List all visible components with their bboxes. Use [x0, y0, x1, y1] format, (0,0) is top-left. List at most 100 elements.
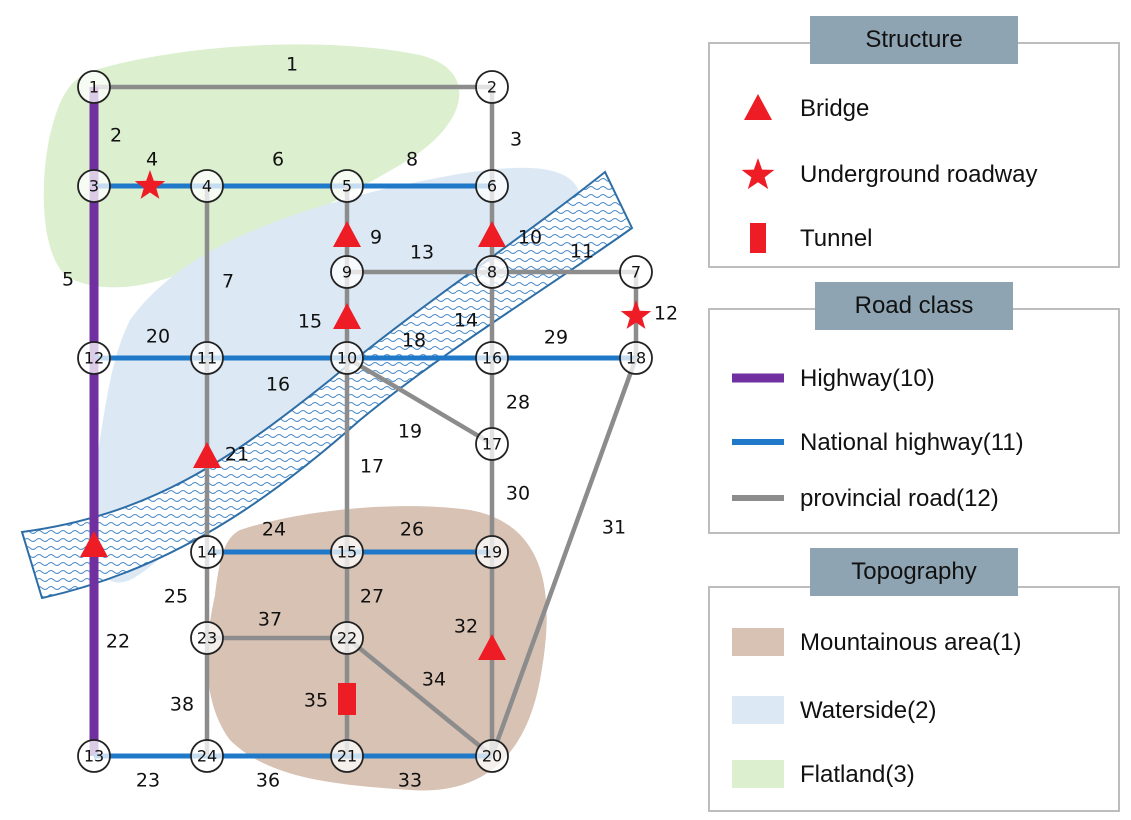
edge-label-15: 15: [298, 311, 322, 333]
edge-label-12: 12: [654, 303, 678, 325]
node-22: 22: [330, 621, 364, 655]
road-edge-19: [345, 356, 494, 446]
legend-label-bridge: Bridge: [800, 95, 870, 122]
brown-swatch-icon: [732, 628, 784, 656]
node-20: 20: [475, 739, 509, 773]
rectangle-icon: [750, 223, 766, 253]
edge-label-30: 30: [506, 483, 530, 505]
edge-label-10: 10: [518, 227, 542, 249]
legend-label-highway: Highway(10): [800, 365, 935, 392]
node-label-9: 9: [342, 263, 352, 282]
node-label-17: 17: [482, 435, 502, 454]
road-edge-31: [489, 357, 639, 757]
edge-label-25: 25: [164, 586, 188, 608]
legend-label-tunnel: Tunnel: [800, 225, 873, 252]
node-12: 12: [77, 341, 111, 375]
node-10: 10: [330, 341, 364, 375]
edge-label-21: 21: [225, 444, 249, 466]
node-17: 17: [475, 427, 509, 461]
flatland-region: [43, 44, 460, 288]
node-label-5: 5: [342, 177, 352, 196]
topography-legend-title: Topography: [810, 548, 1018, 596]
gray-line-icon: [732, 495, 784, 501]
node-18: 18: [619, 341, 653, 375]
legend-label-national: National highway(11): [800, 429, 1024, 456]
road-structures: [80, 170, 652, 715]
edge-label-16: 16: [266, 374, 290, 396]
node-label-16: 16: [482, 349, 502, 368]
node-label-23: 23: [197, 629, 217, 648]
legend-item-bridge: Bridge: [710, 88, 1118, 128]
edge-label-24: 24: [262, 519, 286, 541]
legend-label-flatland: Flatland(3): [800, 761, 915, 788]
tunnel-marker-35: [338, 683, 356, 715]
edge-label-32: 32: [454, 616, 478, 638]
node-14: 14: [190, 535, 224, 569]
bridge-marker-21: [193, 442, 221, 468]
node-21: 21: [330, 739, 364, 773]
node-7: 7: [619, 255, 653, 289]
bridge-marker-15: [333, 303, 361, 329]
edge-label-11: 11: [570, 241, 594, 263]
edge-label-34: 34: [422, 669, 446, 691]
edge-label-28: 28: [506, 392, 530, 414]
node-label-14: 14: [197, 543, 217, 562]
triangle-icon: [744, 94, 772, 120]
legend-item-waterside: Waterside(2): [710, 690, 1118, 730]
edge-label-1: 1: [286, 54, 298, 76]
star-icon: [741, 158, 775, 190]
node-3: 3: [77, 169, 111, 203]
node-label-2: 2: [487, 78, 497, 97]
legend-label-underground: Underground roadway: [800, 161, 1038, 188]
node-11: 11: [190, 341, 224, 375]
edge-label-2: 2: [110, 125, 122, 147]
node-label-7: 7: [631, 263, 641, 282]
node-label-20: 20: [482, 747, 502, 766]
edge-label-31: 31: [602, 517, 626, 539]
edge-label-13: 13: [410, 242, 434, 264]
edge-label-9: 9: [370, 227, 382, 249]
edge-label-36: 36: [256, 770, 280, 792]
topography-legend: Topography Mountainous area(1) Waterside…: [708, 548, 1120, 812]
mountainous-region: [207, 506, 547, 791]
edge-label-5: 5: [62, 269, 74, 291]
edge-label-6: 6: [272, 149, 284, 171]
node-4: 4: [190, 169, 224, 203]
edge-label-3: 3: [510, 129, 522, 151]
edge-label-33: 33: [398, 770, 422, 792]
node-label-22: 22: [337, 629, 357, 648]
node-label-18: 18: [626, 349, 646, 368]
node-6: 6: [475, 169, 509, 203]
edge-label-4: 4: [146, 149, 158, 171]
road-class-legend-title: Road class: [815, 282, 1013, 330]
node-label-15: 15: [337, 543, 357, 562]
node-label-6: 6: [487, 177, 497, 196]
edge-label-19: 19: [398, 421, 422, 443]
node-24: 24: [190, 739, 224, 773]
structure-legend-title: Structure: [810, 16, 1018, 64]
node-5: 5: [330, 169, 364, 203]
bridge-marker-22: [80, 531, 108, 557]
edge-label-35: 35: [304, 690, 328, 712]
node-16: 16: [475, 341, 509, 375]
lightgreen-swatch-icon: [732, 760, 784, 788]
edge-label-14: 14: [454, 310, 478, 332]
node-1: 1: [77, 70, 111, 104]
node-label-10: 10: [337, 349, 357, 368]
road-class-legend: Road class Highway(10) National highway(…: [708, 282, 1120, 534]
legend-item-highway: Highway(10): [710, 358, 1118, 398]
node-23: 23: [190, 621, 224, 655]
node-label-8: 8: [487, 263, 497, 282]
legend-label-provincial: provincial road(12): [800, 485, 999, 512]
structure-legend: Structure Bridge Underground roadway Tun…: [708, 16, 1120, 268]
edge-label-7: 7: [222, 271, 234, 293]
legend-label-waterside: Waterside(2): [800, 697, 937, 724]
legend-item-flatland: Flatland(3): [710, 754, 1118, 794]
node-label-3: 3: [89, 177, 99, 196]
purple-line-icon: [732, 373, 784, 383]
node-label-19: 19: [482, 543, 502, 562]
node-label-13: 13: [84, 747, 104, 766]
edge-label-23: 23: [136, 770, 160, 792]
